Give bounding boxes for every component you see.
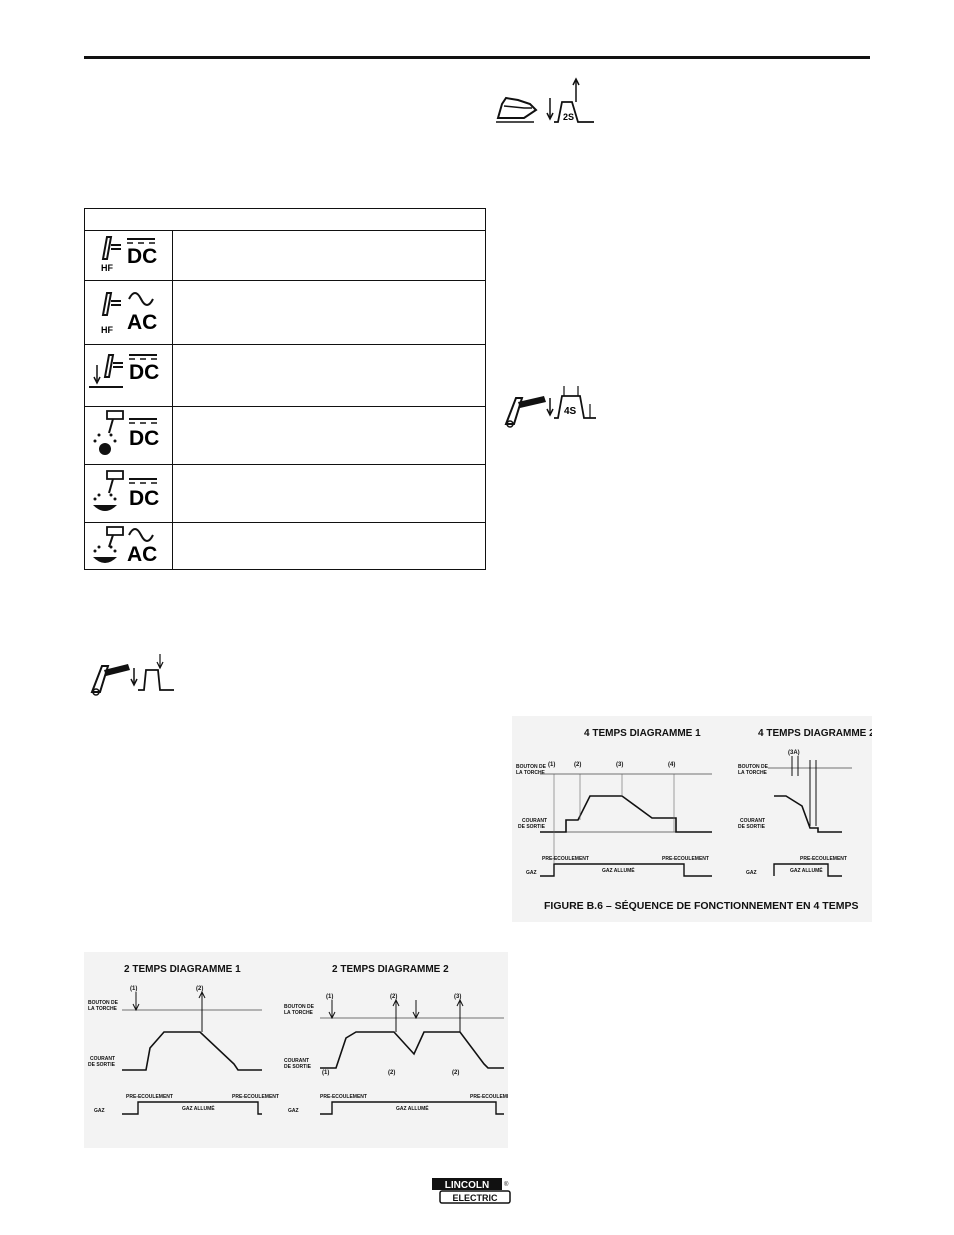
mode-table-header [85,209,485,231]
svg-text:(3): (3) [616,762,623,768]
svg-text:COURANT: COURANT [284,1058,309,1064]
welding-mode-table: HF DC HF AC [84,208,486,570]
mode-row-hf-tig-dc: HF DC [85,231,485,281]
mode-row-hf-tig-ac: HF AC [85,281,485,345]
svg-text:(2): (2) [574,762,581,768]
svg-text:(2): (2) [196,986,203,992]
svg-text:DC: DC [127,245,157,268]
svg-text:DC: DC [129,487,159,510]
two-step-trigger-icon: 2S [496,77,594,123]
svg-text:(1): (1) [130,986,137,992]
svg-text:DE SORTIE: DE SORTIE [88,1062,116,1068]
svg-text:PRE-ECOULEMENT: PRE-ECOULEMENT [662,856,709,862]
svg-text:DE SORTIE: DE SORTIE [284,1064,312,1070]
svg-text:PRE-ECOULEMENT: PRE-ECOULEMENT [232,1094,279,1100]
svg-text:(2): (2) [452,1070,459,1076]
svg-text:PRE-ECOULEMENT: PRE-ECOULEMENT [800,856,847,862]
diagram-title: 4 TEMPS DIAGRAMME 2 [758,728,872,739]
hf-tig-dc-icon: HF DC [85,231,173,280]
svg-text:(1): (1) [322,1070,329,1076]
svg-text:DC: DC [129,427,159,450]
four-step-sequence-figure: 4 TEMPS DIAGRAMME 1 4 TEMPS DIAGRAMME 2 … [512,716,872,922]
stick-dc-icon: DC [85,465,173,522]
mode-row-description [175,523,485,569]
hf-tig-ac-icon: HF AC [85,281,173,344]
stick-ac-icon: AC [85,523,173,569]
svg-text:PRE-ECOULEMENT: PRE-ECOULEMENT [320,1094,367,1100]
svg-text:GAZ ALLUMÉ: GAZ ALLUMÉ [396,1104,429,1112]
two-step-torch-trigger-icon [90,654,174,696]
four-step-label: 4S [564,406,577,417]
svg-text:BOUTON DE: BOUTON DE [284,1004,315,1010]
svg-text:AC: AC [127,543,157,566]
four-step-trigger-icon: 4S [504,386,596,428]
diagram-title: 2 TEMPS DIAGRAMME 2 [332,964,449,975]
diagram-title: 2 TEMPS DIAGRAMME 1 [124,964,241,975]
lincoln-electric-logo: LINCOLN ELECTRIC ® [432,1178,511,1204]
mode-row-description [175,231,485,280]
svg-text:COURANT: COURANT [522,818,547,824]
svg-text:(2): (2) [388,1070,395,1076]
mode-row-stick-ac: AC [85,523,485,569]
svg-text:DC: DC [129,361,159,384]
mode-row-description [175,281,485,344]
svg-text:LA TORCHE: LA TORCHE [88,1006,118,1012]
svg-text:PRE-ECOULEMENT: PRE-ECOULEMENT [542,856,589,862]
mode-row-description [175,407,485,464]
svg-text:GAZ ALLUMÉ: GAZ ALLUMÉ [182,1104,215,1112]
two-step-sequence-figure: 2 TEMPS DIAGRAMME 1 2 TEMPS DIAGRAMME 2 … [84,952,508,1148]
svg-text:(3): (3) [454,994,461,1000]
svg-text:LINCOLN: LINCOLN [445,1180,489,1191]
svg-text:ELECTRIC: ELECTRIC [453,1193,499,1203]
svg-text:COURANT: COURANT [740,818,765,824]
svg-text:BOUTON DE: BOUTON DE [738,764,769,770]
svg-text:GAZ ALLUMÉ: GAZ ALLUMÉ [602,866,635,874]
svg-text:HF: HF [101,263,113,273]
svg-text:AC: AC [127,311,157,334]
two-step-label: 2S [563,112,574,122]
svg-text:GAZ: GAZ [746,870,757,876]
svg-text:GAZ: GAZ [288,1108,299,1114]
svg-text:(1): (1) [326,994,333,1000]
svg-text:HF: HF [101,325,113,335]
svg-text:(2): (2) [390,994,397,1000]
header-rule [84,56,870,59]
svg-text:(3A): (3A) [788,750,800,756]
svg-text:LA TORCHE: LA TORCHE [284,1010,314,1016]
svg-text:®: ® [504,1181,509,1188]
svg-text:PRE-ECOULEMENT: PRE-ECOULEMENT [470,1094,508,1100]
mode-row-description [175,345,485,406]
svg-text:BOUTON DE: BOUTON DE [516,764,547,770]
mode-row-description [175,465,485,522]
svg-text:GAZ: GAZ [526,870,537,876]
stick-dc-icon: DC [85,407,173,464]
mode-row-stick-dc-crisp: DC [85,465,485,523]
svg-text:(1): (1) [548,762,555,768]
svg-text:DE SORTIE: DE SORTIE [518,824,546,830]
svg-text:PRE-ECOULEMENT: PRE-ECOULEMENT [126,1094,173,1100]
lift-tig-dc-icon: DC [85,345,173,406]
svg-text:GAZ ALLUMÉ: GAZ ALLUMÉ [790,866,823,874]
figure-b6-caption: FIGURE B.6 – SÉQUENCE DE FONCTIONNEMENT … [544,900,859,912]
svg-text:LA TORCHE: LA TORCHE [516,770,546,776]
svg-text:COURANT: COURANT [90,1056,115,1062]
svg-text:GAZ: GAZ [94,1108,105,1114]
mode-row-stick-dc-soft: DC [85,407,485,465]
svg-text:LA TORCHE: LA TORCHE [738,770,768,776]
diagram-title: 4 TEMPS DIAGRAMME 1 [584,728,701,739]
mode-row-lift-tig-dc: DC [85,345,485,407]
svg-text:DE SORTIE: DE SORTIE [738,824,766,830]
svg-text:BOUTON DE: BOUTON DE [88,1000,119,1006]
svg-text:(4): (4) [668,762,675,768]
